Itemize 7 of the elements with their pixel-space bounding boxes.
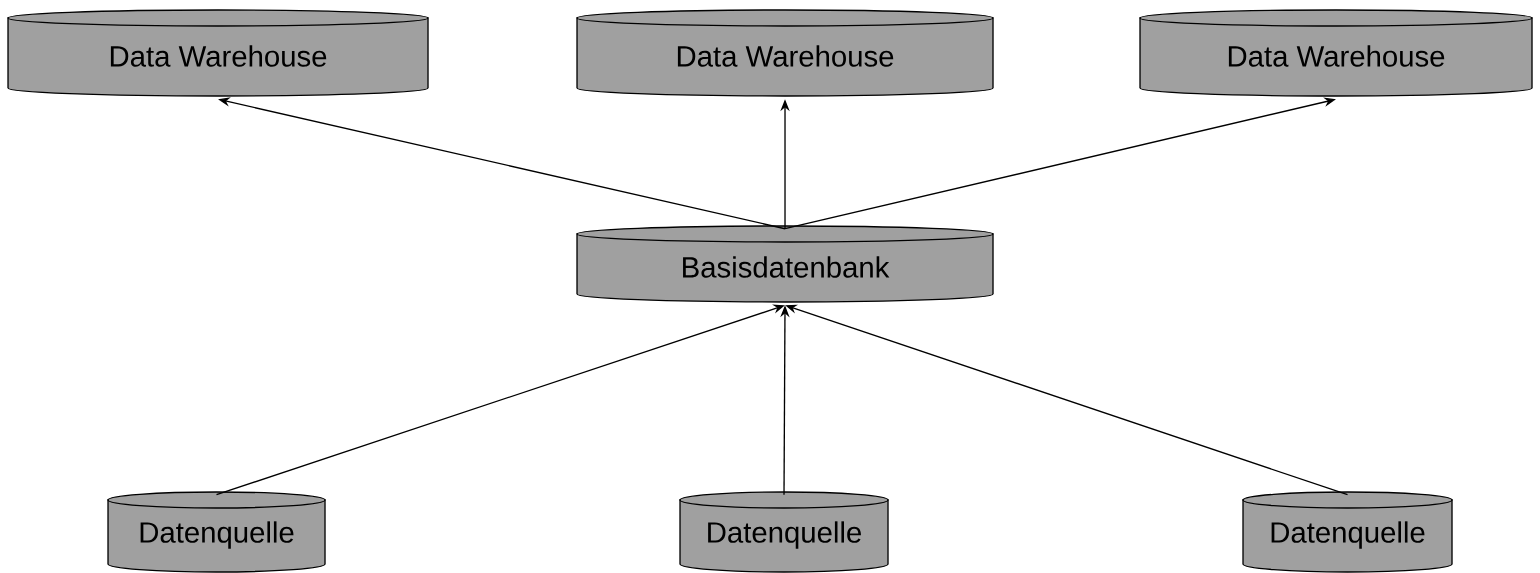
database-cylinder: Data Warehouse [7,9,429,97]
database-cylinder: Data Warehouse [576,9,994,97]
database-cylinder: Data Warehouse [1139,9,1533,97]
database-cylinder: Datenquelle [1242,491,1453,573]
database-cylinder: Datenquelle [107,491,326,573]
database-cylinder: Basisdatenbank [576,225,994,303]
database-cylinder: Datenquelle [679,491,889,573]
